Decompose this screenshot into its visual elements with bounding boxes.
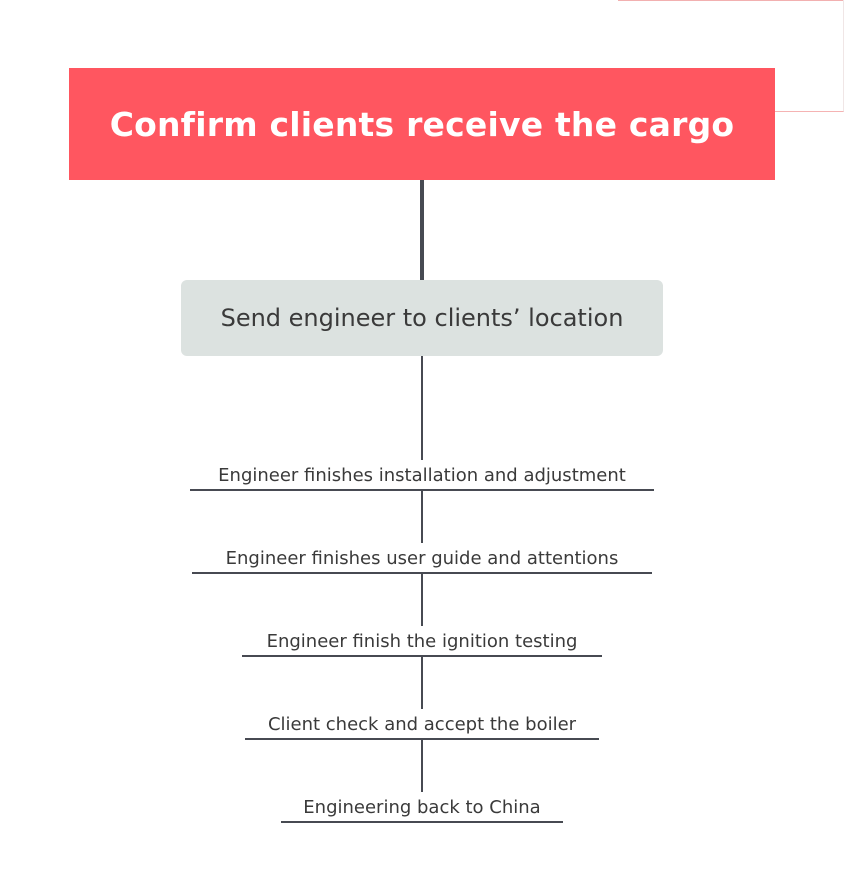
main-to-step-1-connector xyxy=(421,356,423,460)
main-topic-label: Send engineer to clients’ location xyxy=(220,304,624,332)
root-to-main-connector xyxy=(420,180,424,280)
step-4-to-step-5-connector xyxy=(421,739,423,792)
decorative-top-line xyxy=(618,0,844,1)
step-node-1[interactable]: Engineer finishes installation and adjus… xyxy=(190,461,654,491)
root-topic-label: Confirm clients receive the cargo xyxy=(109,104,735,144)
step-node-3[interactable]: Engineer finish the ignition testing xyxy=(242,627,602,657)
main-topic-node[interactable]: Send engineer to clients’ location xyxy=(181,280,663,356)
root-topic-node[interactable]: Confirm clients receive the cargo xyxy=(69,68,775,180)
step-1-to-step-2-connector xyxy=(421,491,423,543)
step-label: Client check and accept the boiler xyxy=(267,714,577,735)
step-node-5[interactable]: Engineering back to China xyxy=(281,793,563,823)
step-label: Engineer finishes installation and adjus… xyxy=(218,465,626,486)
step-label: Engineer finish the ignition testing xyxy=(266,631,578,652)
decorative-frame xyxy=(775,0,844,112)
step-2-to-step-3-connector xyxy=(421,573,423,626)
step-node-4[interactable]: Client check and accept the boiler xyxy=(245,710,599,740)
step-label: Engineer finishes user guide and attenti… xyxy=(225,548,619,569)
step-node-2[interactable]: Engineer finishes user guide and attenti… xyxy=(192,544,652,574)
step-3-to-step-4-connector xyxy=(421,656,423,709)
step-label: Engineering back to China xyxy=(303,797,541,818)
